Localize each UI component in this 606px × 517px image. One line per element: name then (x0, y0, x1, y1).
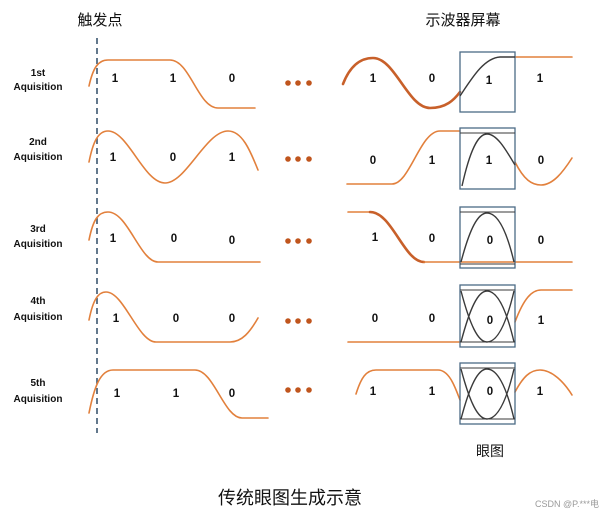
ellipsis-dot (285, 156, 291, 162)
figure-caption: 传统眼图生成示意 (218, 488, 362, 509)
bit-label: 1 (110, 152, 117, 164)
ellipsis-dot (306, 238, 312, 244)
ellipsis-dot (285, 238, 291, 244)
bit-label: 0 (370, 155, 376, 167)
ellipsis-dot (285, 318, 291, 324)
eye-trace (461, 133, 516, 187)
eye-trace (460, 212, 515, 263)
bit-label: 0 (429, 73, 435, 85)
oscilloscope-screen-label: 示波器屏幕 (425, 11, 500, 29)
bit-label: 0 (429, 233, 435, 245)
eye-window (459, 362, 516, 425)
row-ordinal: 1st (31, 68, 46, 79)
waveform-right (355, 369, 461, 401)
eye-window (459, 284, 516, 348)
row-label: Aquisition (14, 239, 63, 250)
ellipsis-dot (306, 387, 312, 393)
bit-label: 1 (370, 73, 377, 85)
row-label: Aquisition (14, 394, 63, 405)
row-label: Aquisition (14, 312, 63, 323)
bit-label: 0 (487, 235, 493, 247)
ellipsis-dot (295, 318, 301, 324)
ellipsis-dot (306, 156, 312, 162)
bit-label: 0 (229, 73, 235, 85)
ellipsis-dot (295, 238, 301, 244)
bit-label: 0 (229, 313, 235, 325)
bit-label: 0 (173, 313, 179, 325)
eye-trace (460, 290, 515, 343)
bit-label: 1 (114, 388, 121, 400)
waveform-left (88, 291, 259, 343)
ellipsis-dot (306, 318, 312, 324)
bit-label: 1 (170, 73, 177, 85)
bit-label: 1 (229, 152, 236, 164)
eye-trace (460, 368, 515, 420)
ellipsis-icon (285, 238, 312, 244)
bit-label: 0 (487, 315, 493, 327)
row-label: Aquisition (14, 152, 63, 163)
ellipsis-icon (285, 387, 312, 393)
waveform-right (341, 56, 462, 110)
ellipsis-icon (285, 156, 312, 162)
bit-label: 0 (538, 155, 544, 167)
bit-label: 0 (538, 235, 544, 247)
bit-label: 1 (429, 155, 436, 167)
eye-window (459, 51, 516, 113)
eye-window (459, 206, 516, 269)
row-ordinal: 4th (31, 296, 46, 307)
eye-window (459, 127, 516, 190)
bit-label: 1 (429, 386, 436, 398)
bit-label: 1 (486, 75, 493, 87)
acquisition-row-5: 5th Aquisition 1 1 0 1 1 0 1 (14, 362, 573, 425)
row-ordinal: 3rd (30, 224, 46, 235)
ellipsis-dot (295, 80, 301, 86)
bit-label: 1 (537, 386, 544, 398)
acquisition-row-3: 3rd Aquisition 1 0 0 1 0 0 0 (14, 206, 573, 269)
waveform-right-tail (514, 157, 573, 186)
waveform-left (88, 369, 269, 419)
bit-label: 1 (370, 386, 377, 398)
bit-label: 0 (171, 233, 177, 245)
ellipsis-dot (285, 387, 291, 393)
bit-label: 1 (537, 73, 544, 85)
row-label: Aquisition (14, 82, 63, 93)
trigger-point-label: 触发点 (77, 11, 122, 29)
bit-label: 1 (173, 388, 180, 400)
ellipsis-dot (285, 80, 291, 86)
eye-trace (460, 290, 515, 343)
acquisition-row-1: 1st Aquisition 1 1 0 1 0 1 1 (14, 51, 573, 113)
waveform-right (368, 210, 426, 264)
row-ordinal: 2nd (29, 137, 47, 148)
bit-label: 1 (112, 73, 119, 85)
bit-label: 0 (372, 313, 378, 325)
waveform-right-tail (514, 289, 573, 323)
acquisition-row-2: 2nd Aquisition 1 0 1 0 1 1 0 (14, 127, 573, 190)
bit-label: 1 (113, 313, 120, 325)
ellipsis-icon (285, 318, 312, 324)
bit-label: 0 (229, 388, 235, 400)
row-ordinal: 5th (31, 378, 46, 389)
waveform-left (88, 59, 256, 109)
acquisition-row-4: 4th Aquisition 1 0 0 0 0 0 1 (14, 284, 573, 348)
bit-label: 1 (486, 155, 493, 167)
waveform-left (88, 211, 261, 263)
eye-diagram-label: 眼图 (476, 444, 504, 460)
waveform-left (88, 130, 259, 184)
bit-label: 0 (429, 313, 435, 325)
bit-label: 0 (229, 235, 235, 247)
watermark: CSDN @P.***电 (535, 498, 599, 509)
ellipsis-dot (306, 80, 312, 86)
bit-label: 0 (170, 152, 176, 164)
bit-label: 1 (110, 233, 117, 245)
ellipsis-icon (285, 80, 312, 86)
bit-label: 0 (487, 386, 493, 398)
ellipsis-dot (295, 387, 301, 393)
waveform-right-tail (514, 369, 573, 396)
waveform-right (346, 130, 461, 185)
bit-label: 1 (372, 232, 379, 244)
ellipsis-dot (295, 156, 301, 162)
bit-label: 1 (538, 315, 545, 327)
eye-trace (459, 56, 515, 97)
